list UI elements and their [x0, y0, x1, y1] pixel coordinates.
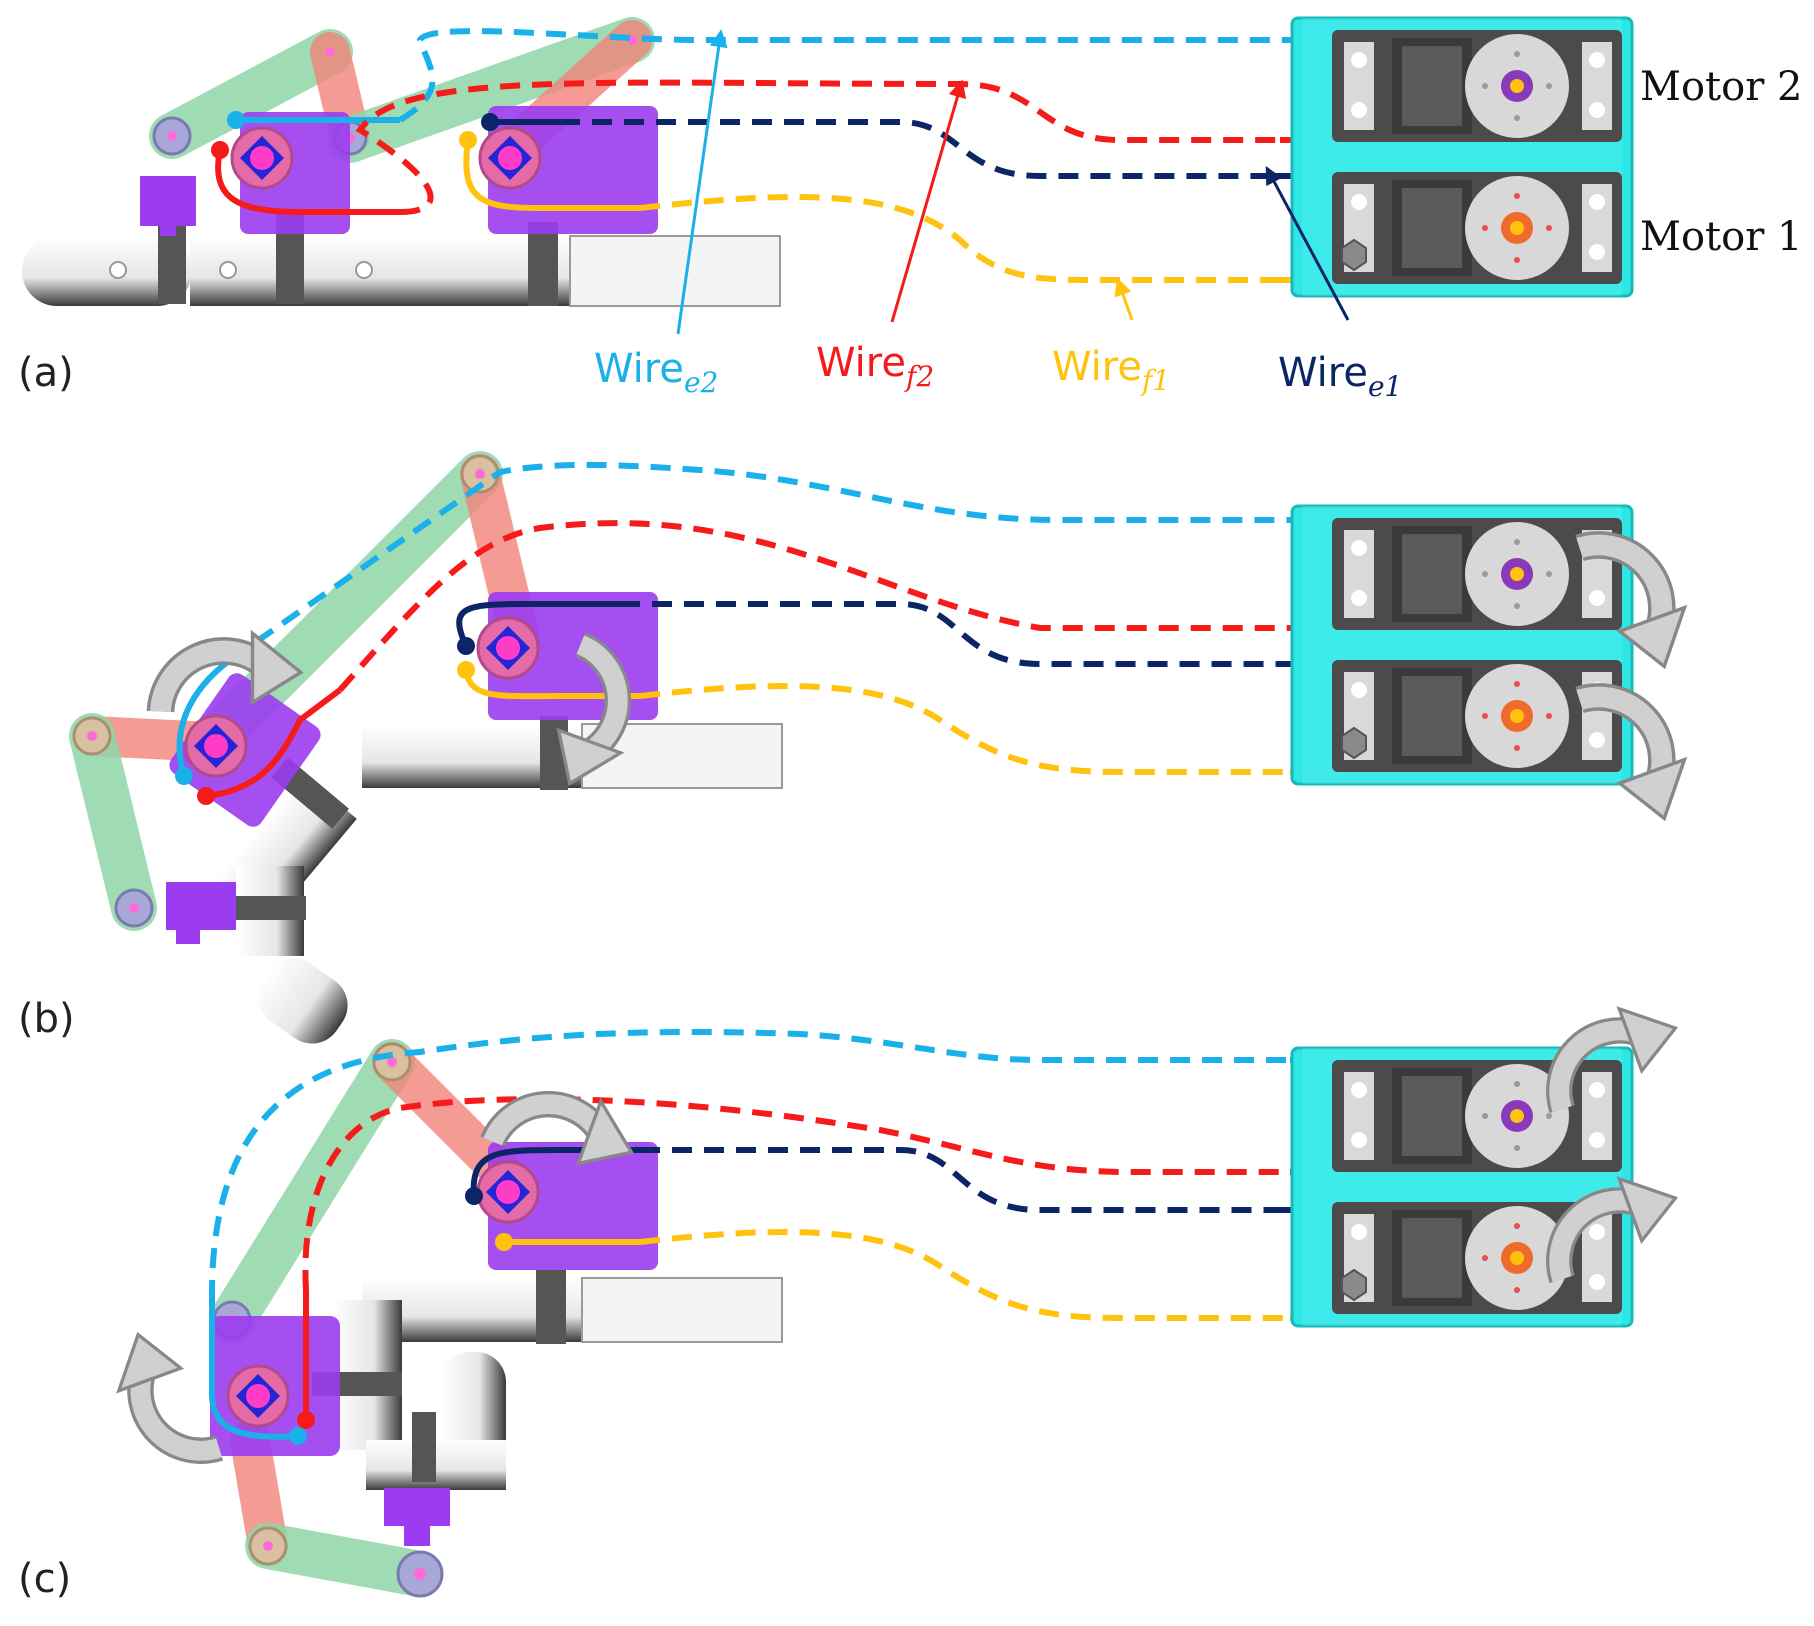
- wire-e1-label: Wiree1: [1278, 350, 1402, 403]
- panel-c-label: (c): [18, 1556, 71, 1602]
- wire-f2-label: Wiref2: [816, 340, 934, 393]
- motor-2-label: Motor 2: [1640, 64, 1802, 110]
- panel-b: (b): [18, 451, 1701, 1044]
- wire-f1-label: Wiref1: [1052, 344, 1170, 397]
- rotation-arrow-icon: [103, 1322, 219, 1474]
- wire-e1-base: Wire: [1278, 350, 1368, 396]
- motor-pair-c: [1290, 1046, 1634, 1328]
- wire-f2-base: Wire: [816, 340, 906, 386]
- wire-f1-base: Wire: [1052, 344, 1142, 390]
- panel-b-label: (b): [18, 996, 75, 1042]
- wire-e1-sub: e1: [1368, 370, 1402, 403]
- finger-phalanges: [22, 212, 781, 307]
- panel-a-label: (a): [18, 350, 74, 396]
- wire-e2-label: Wiree2: [594, 346, 718, 399]
- linkages: [209, 1039, 520, 1598]
- wire-f1-sub: f1: [1140, 364, 1170, 397]
- wire-e2-sub: e2: [684, 366, 718, 399]
- panel-c: (c): [18, 993, 1688, 1602]
- panel-a: (a) Motor 2 Motor 1 Wiree2 Wiref2 Wiref1…: [18, 16, 1802, 403]
- wire-e2-base: Wire: [594, 346, 684, 392]
- motor-pair-a: [1290, 16, 1634, 298]
- finger-phalanges: [206, 716, 783, 1044]
- wire-f2-sub: f2: [904, 360, 934, 393]
- wire-label-pointers: [676, 29, 1350, 335]
- motor-1-label: Motor 1: [1640, 214, 1802, 260]
- joint-housings: [140, 106, 658, 236]
- finger-phalanges: [312, 1270, 783, 1490]
